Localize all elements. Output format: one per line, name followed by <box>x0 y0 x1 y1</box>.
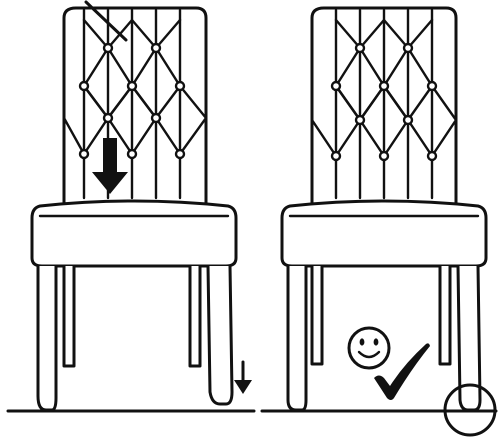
chair-right-back-lines <box>334 8 434 200</box>
chair-right <box>280 6 497 437</box>
chair-left <box>30 0 252 412</box>
chair-left-tufting <box>62 18 208 160</box>
chair-left-back-lines <box>82 8 182 200</box>
chair-left-seat <box>30 199 238 268</box>
smiley-face-icon <box>347 326 391 370</box>
chair-right-seat <box>280 199 488 268</box>
leg-gap-arrow-icon <box>234 360 252 394</box>
chair-right-back <box>310 6 458 207</box>
highlight-circle-icon <box>443 383 497 437</box>
press-down-arrow-icon <box>92 138 128 194</box>
pointer-line-icon <box>84 0 128 42</box>
chair-right-tufting <box>310 18 458 162</box>
chair-right-legs <box>286 264 482 412</box>
chair-left-back <box>62 6 208 207</box>
chair-left-legs <box>36 264 234 412</box>
checkmark-icon <box>374 343 430 400</box>
